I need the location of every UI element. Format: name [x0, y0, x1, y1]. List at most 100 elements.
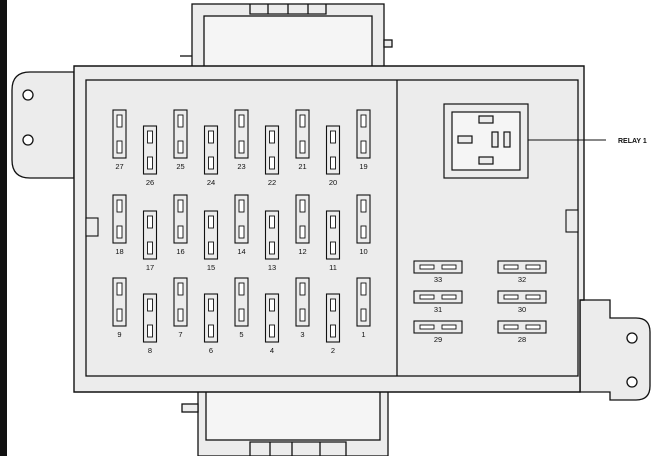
fuse-blade [299, 308, 306, 322]
fuse-25[interactable]: 25 [173, 109, 188, 171]
fuse-body [325, 125, 341, 175]
mini-fuse-blade [525, 324, 541, 330]
fuse-body [264, 125, 280, 175]
mini-fuse-32[interactable]: 32 [497, 260, 547, 284]
fuse-blade [269, 324, 275, 338]
mounting-hole [22, 89, 34, 101]
fuse-20[interactable]: 20 [325, 125, 341, 187]
fuse-blade [116, 282, 123, 296]
fuse-body [295, 277, 310, 327]
fuse-label: 10 [359, 247, 367, 256]
mini-fuse-30[interactable]: 30 [497, 290, 547, 314]
fuse-blade [177, 225, 184, 239]
mini-fuse-blade [525, 264, 541, 270]
fuse-blade [238, 225, 245, 239]
fuse-27[interactable]: 27 [112, 109, 127, 171]
fuse-12[interactable]: 12 [295, 194, 310, 256]
fuse-label: 23 [237, 162, 245, 171]
fuse-blade [116, 140, 123, 154]
mini-fuse-body [497, 290, 547, 304]
mini-fuse-blade [441, 264, 457, 270]
mini-fuse-body [413, 260, 463, 274]
mini-fuse-label: 32 [518, 275, 526, 284]
fuse-23[interactable]: 23 [234, 109, 249, 171]
fuse-1[interactable]: 1 [356, 277, 371, 339]
mini-fuse-29[interactable]: 29 [413, 320, 463, 344]
fuse-body [264, 293, 280, 343]
mini-fuse-body [497, 320, 547, 334]
fuse-13[interactable]: 13 [264, 210, 280, 272]
fuse-blade [330, 241, 336, 255]
fuse-body [356, 194, 371, 244]
fuse-body [203, 210, 219, 260]
fuse-21[interactable]: 21 [295, 109, 310, 171]
fuse-blade [147, 215, 153, 229]
fuse-blade [238, 114, 245, 128]
fuse-15[interactable]: 15 [203, 210, 219, 272]
right-mounting-bracket [579, 299, 651, 401]
fuse-4[interactable]: 4 [264, 293, 280, 355]
fuse-18[interactable]: 18 [112, 194, 127, 256]
fuse-7[interactable]: 7 [173, 277, 188, 339]
fuse-11[interactable]: 11 [325, 210, 341, 272]
mini-fuse-blade [419, 324, 435, 330]
fuse-blade [177, 140, 184, 154]
relay-pin [478, 115, 494, 124]
mini-fuse-33[interactable]: 33 [413, 260, 463, 284]
fuse-body [173, 194, 188, 244]
fuse-blade [177, 308, 184, 322]
fuse-label: 27 [115, 162, 123, 171]
mini-fuse-label: 31 [434, 305, 442, 314]
fuse-17[interactable]: 17 [142, 210, 158, 272]
fuse-26[interactable]: 26 [142, 125, 158, 187]
fuse-19[interactable]: 19 [356, 109, 371, 171]
mounting-hole [626, 332, 638, 344]
fuse-22[interactable]: 22 [264, 125, 280, 187]
relay-pin [478, 156, 494, 165]
fuse-5[interactable]: 5 [234, 277, 249, 339]
fuse-label: 18 [115, 247, 123, 256]
fuse-16[interactable]: 16 [173, 194, 188, 256]
fuse-blade [208, 241, 214, 255]
fuse-24[interactable]: 24 [203, 125, 219, 187]
fuse-label: 16 [176, 247, 184, 256]
fuse-label: 12 [298, 247, 306, 256]
fuse-blade [269, 156, 275, 170]
fuse-body [203, 125, 219, 175]
fuse-label: 3 [300, 330, 304, 339]
fuse-body [203, 293, 219, 343]
fuse-blade [208, 156, 214, 170]
mini-fuse-label: 29 [434, 335, 442, 344]
fuse-blade [299, 114, 306, 128]
fuse-8[interactable]: 8 [142, 293, 158, 355]
fuse-label: 13 [268, 263, 276, 272]
mini-fuse-label: 28 [518, 335, 526, 344]
fuse-14[interactable]: 14 [234, 194, 249, 256]
fuse-label: 21 [298, 162, 306, 171]
fuse-blade [116, 199, 123, 213]
fuse-3[interactable]: 3 [295, 277, 310, 339]
fuse-6[interactable]: 6 [203, 293, 219, 355]
mini-fuse-31[interactable]: 31 [413, 290, 463, 314]
fuse-label: 1 [361, 330, 365, 339]
fuse-body [173, 109, 188, 159]
relay-pin [491, 131, 499, 148]
fuse-label: 5 [239, 330, 243, 339]
fuse-label: 8 [148, 346, 152, 355]
fuse-blade [208, 298, 214, 312]
fuse-body [234, 194, 249, 244]
fuse-blade [147, 298, 153, 312]
fuse-label: 14 [237, 247, 245, 256]
fuse-2[interactable]: 2 [325, 293, 341, 355]
relay-1[interactable] [443, 103, 529, 179]
fuse-10[interactable]: 10 [356, 194, 371, 256]
fuse-9[interactable]: 9 [112, 277, 127, 339]
fuse-label: 22 [268, 178, 276, 187]
relay-pin [457, 135, 473, 144]
fuse-label: 19 [359, 162, 367, 171]
fuse-blade [177, 199, 184, 213]
mini-fuse-28[interactable]: 28 [497, 320, 547, 344]
mini-fuse-body [413, 290, 463, 304]
fuse-label: 15 [207, 263, 215, 272]
fuse-body [325, 293, 341, 343]
